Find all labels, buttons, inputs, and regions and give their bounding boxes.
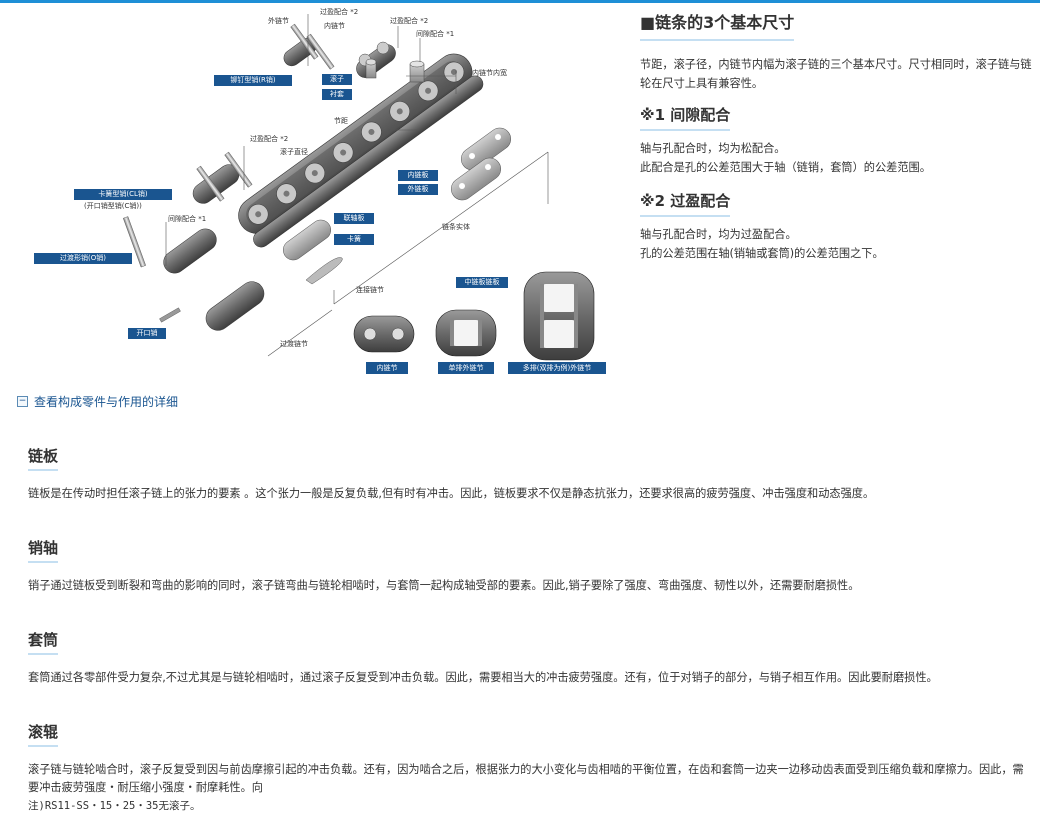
label-connecting-link: 连接链节 <box>356 286 384 294</box>
collapse-icon[interactable]: − <box>17 396 28 407</box>
chain-structure-diagram: 外链节 过盈配合 *2 内链节 过盈配合 *2 间隙配合 *1 内链节内宽 节距… <box>10 4 622 384</box>
clearance-fit-line2: 此配合是孔的公差范围大于轴（链销，套筒）的公差范围。 <box>640 161 931 174</box>
basic-dimensions-panel: ■链条的3个基本尺寸 节距，滚子径，内链节内幅为滚子链的三个基本尺寸。尺寸相同时… <box>640 10 1032 263</box>
section-body-pin: 销子通过链板受到断裂和弯曲的影响的同时，滚子链弯曲与链轮相啮时，与套筒一起构成轴… <box>28 579 860 592</box>
section-body-bushing: 套筒通过各零部件受力复杂,不过尤其是与链轮相啮时，通过滚子反复受到冲击负载。因此… <box>28 671 938 684</box>
caption-multi-outer-link: 多排(双排为例)外链节 <box>508 362 606 374</box>
section-note-roller: 注)RS11-SS・15・25・35无滚子。 <box>28 800 201 812</box>
tag-offset-pin: 过渡形销(O销) <box>34 253 132 264</box>
label-press-fit-2c: 过盈配合 *2 <box>250 135 289 143</box>
section-body-link-plate: 链板是在传动时担任滚子链上的张力的要素 。这个张力一般是反复负载,但有时有冲击。… <box>28 487 875 500</box>
clearance-fit-line1: 轴与孔配合时，均为松配合。 <box>640 142 786 155</box>
basic-dimensions-intro: 节距，滚子径，内链节内幅为滚子链的三个基本尺寸。尺寸相同时，滚子链与链轮在尺寸上… <box>640 58 1032 90</box>
label-chain-body: 链条实体 <box>442 223 470 231</box>
tag-spring-clip: 卡簧 <box>334 234 374 245</box>
basic-dimensions-title: ■链条的3个基本尺寸 <box>640 10 795 41</box>
top-accent-bar <box>0 0 1040 3</box>
caption-single-outer-link: 单排外链节 <box>438 362 494 374</box>
caption-inner-link: 内链节 <box>366 362 408 374</box>
tag-bushing: 衬套 <box>322 89 352 100</box>
dimension-lines <box>165 14 549 357</box>
top-outer-link <box>283 23 335 70</box>
label-inner-link: 内链节 <box>324 22 345 30</box>
label-pitch: 节距 <box>334 117 348 125</box>
label-roller-diameter: 滚子直径 <box>280 148 308 156</box>
tag-clip-pin: 卡簧型销(CL销) <box>74 189 172 200</box>
tag-inner-plate: 内链板 <box>398 170 438 181</box>
label-clearance-1b: 间隙配合 *1 <box>168 215 207 223</box>
component-details-link[interactable]: 查看构成零件与作用的详细 <box>34 395 179 409</box>
tag-roller: 滚子 <box>322 74 352 85</box>
component-details-toggle[interactable]: − 查看构成零件与作用的详细 <box>17 393 178 410</box>
tag-middle-plate: 中链板链板 <box>456 277 508 288</box>
loose-plates <box>450 127 512 201</box>
label-outer-link: 外链节 <box>268 17 289 25</box>
tag-riveted-pin: 铆钉型销(R销) <box>214 75 292 86</box>
tag-cotter-pin: 开口销 <box>128 328 166 339</box>
clearance-fit-heading: ※1 间隙配合 <box>640 103 731 131</box>
section-title-roller: 滚辊 <box>28 721 59 747</box>
chain-body <box>238 53 484 248</box>
chain-illustration <box>122 14 595 361</box>
section-title-bushing: 套筒 <box>28 629 59 655</box>
multi-outer-link-photo <box>523 271 595 361</box>
roller-bushing <box>365 58 425 83</box>
tag-outer-plate: 外链板 <box>398 184 438 195</box>
interference-fit-line1: 轴与孔配合时，均为过盈配合。 <box>640 228 797 241</box>
label-press-fit-2b: 过盈配合 *2 <box>390 17 429 25</box>
label-offset-link: 过渡链节 <box>280 340 308 348</box>
label-clearance-1a: 间隙配合 *1 <box>416 30 455 38</box>
connecting-plate <box>282 219 343 285</box>
section-body-roller: 滚子链与链轮啮合时，滚子反复受到因与前齿摩擦引起的冲击负载。还有，因为啮合之后，… <box>28 763 1024 794</box>
offset-link <box>122 216 265 331</box>
interference-fit-heading: ※2 过盈配合 <box>640 189 731 217</box>
section-title-link-plate: 链板 <box>28 445 59 471</box>
inner-link-photo <box>353 315 415 353</box>
label-press-fit-2a: 过盈配合 *2 <box>320 8 359 16</box>
section-title-pin: 销轴 <box>28 537 59 563</box>
label-open-pin-type: (开口销型销(C销)) <box>84 202 142 210</box>
label-inner-width: 内链节内宽 <box>472 69 507 77</box>
clip-connecting-link <box>192 151 253 204</box>
tag-connecting-plate: 联轴板 <box>334 213 374 224</box>
interference-fit-line2: 孔的公差范围在轴(销轴或套筒)的公差范围之下。 <box>640 247 884 260</box>
single-outer-link-photo <box>435 309 497 357</box>
